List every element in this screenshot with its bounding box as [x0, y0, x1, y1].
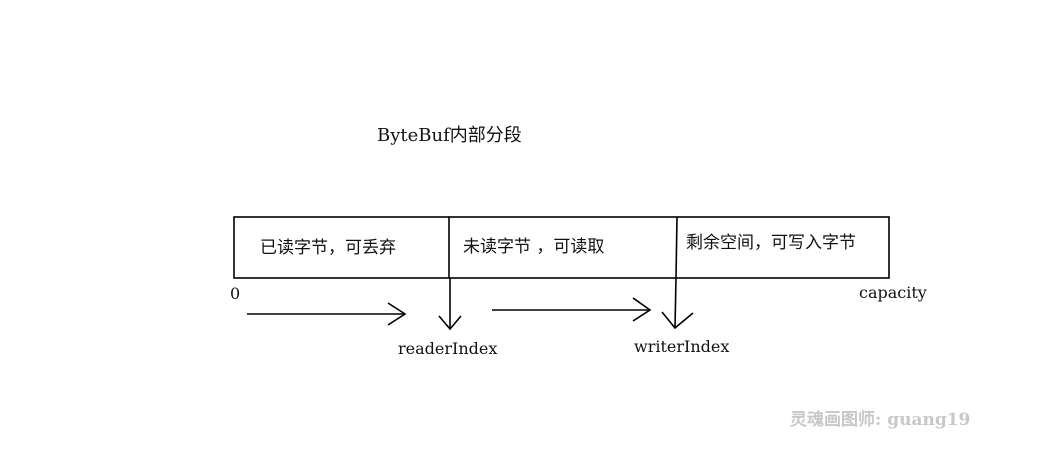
segment-label-writable: 剩余空间，可写入字节 — [686, 233, 856, 253]
buffer-outline — [233, 216, 890, 279]
segment-label-readable: 未读字节 ，可读取 — [463, 237, 604, 257]
write-direction-arrow — [492, 297, 652, 322]
diagram-title: ByteBuf内部分段 — [377, 125, 522, 146]
reader-index-arrow — [438, 278, 462, 331]
read-direction-arrow — [247, 302, 407, 326]
segment-divider-writer — [675, 216, 678, 279]
writer-index-arrow — [661, 277, 694, 330]
reader-index-label: readerIndex — [398, 339, 497, 358]
segment-label-read: 已读字节，可丢弃 — [260, 238, 396, 258]
capacity-label: capacity — [859, 283, 927, 302]
writer-index-label: writerIndex — [634, 337, 729, 356]
watermark: 灵魂画图师: guang19 — [790, 409, 970, 430]
start-label: 0 — [230, 284, 240, 303]
